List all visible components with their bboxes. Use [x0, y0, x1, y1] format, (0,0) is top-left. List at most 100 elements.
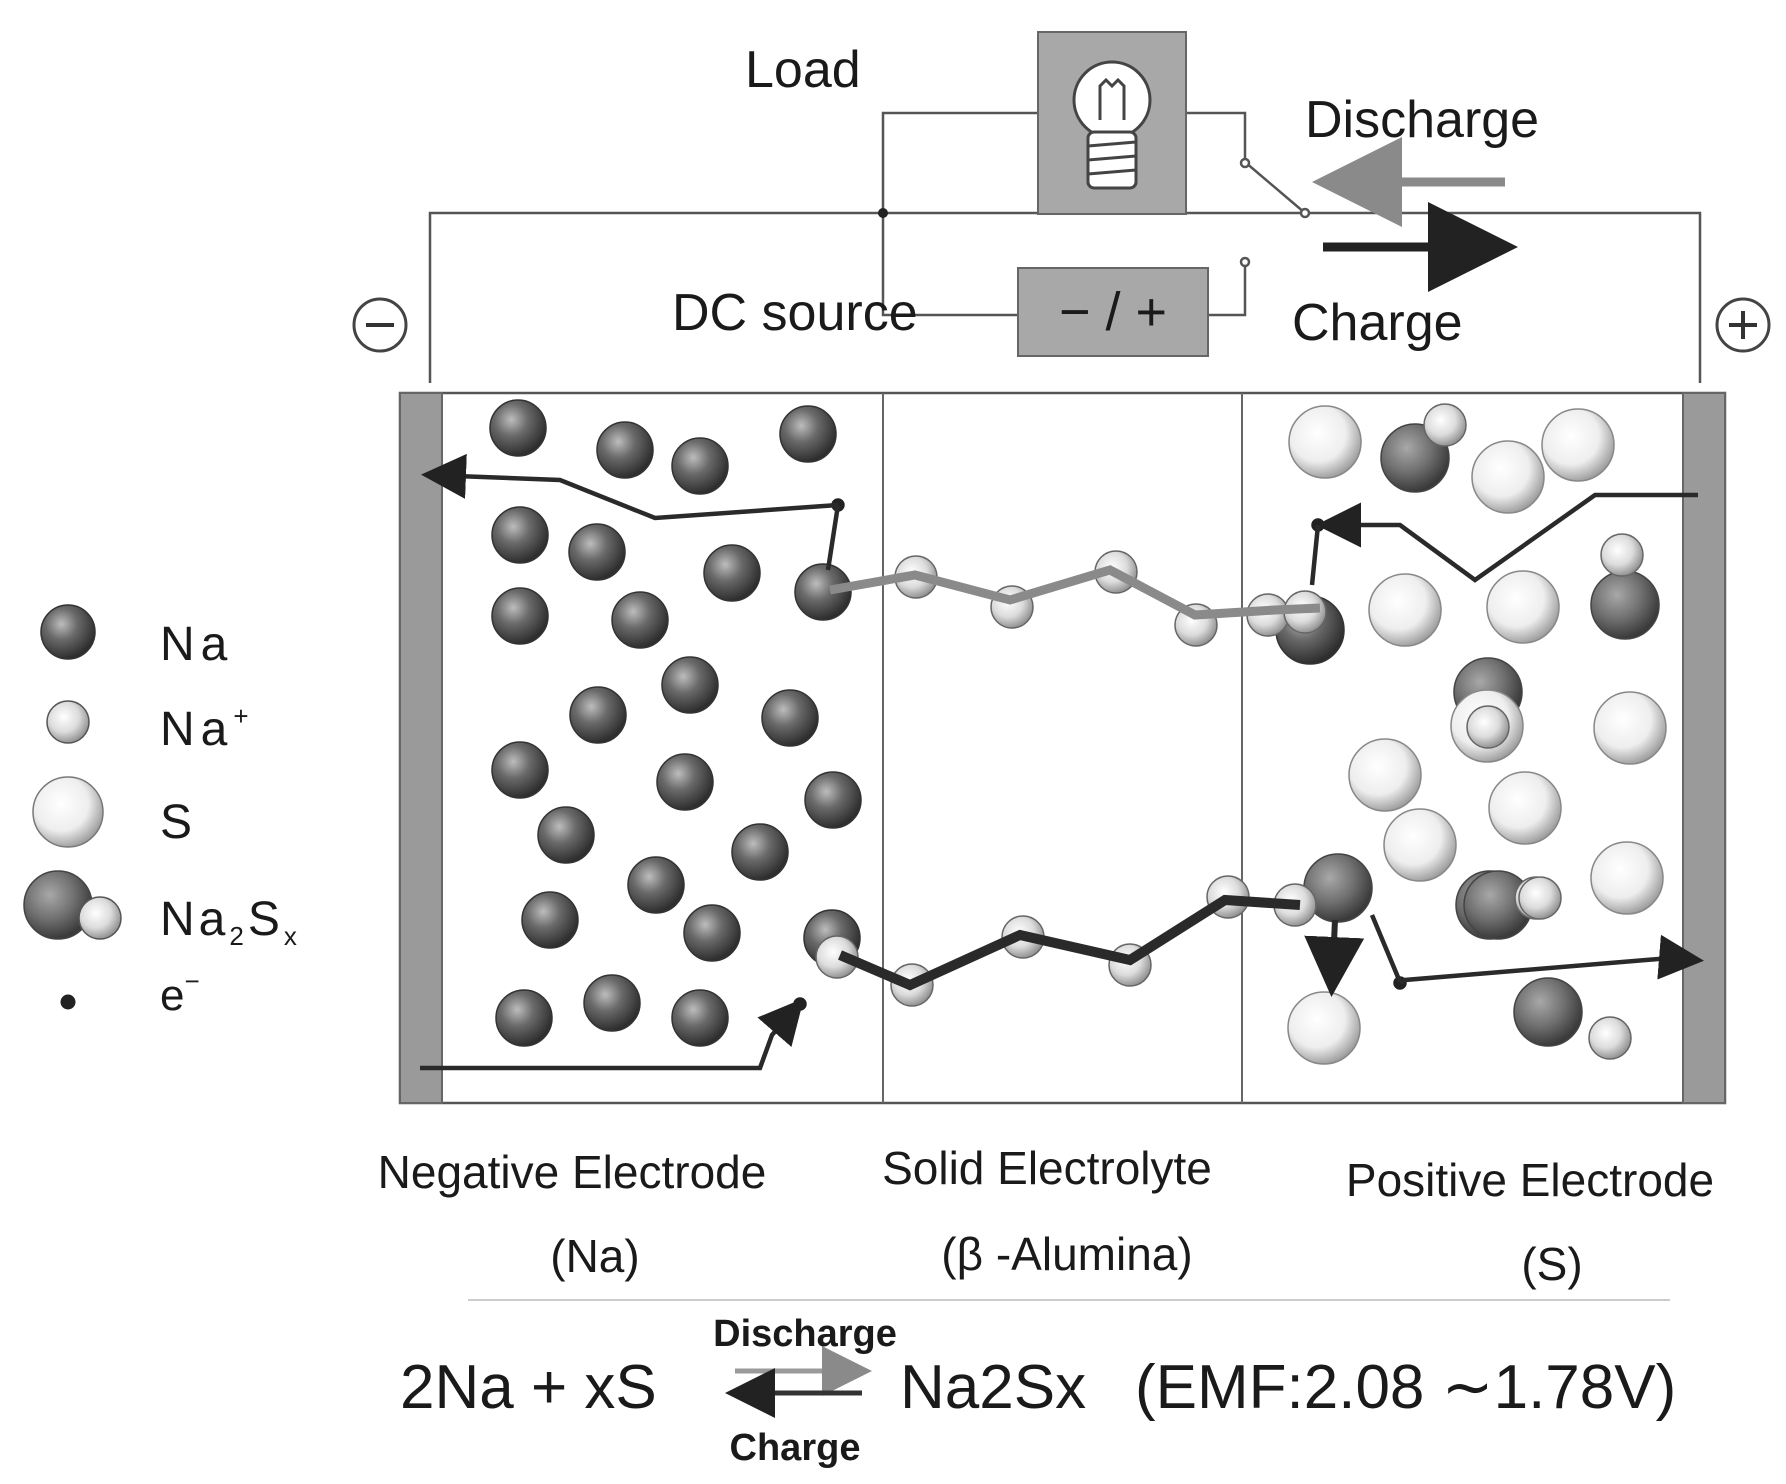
- legend-label-na-ion: Na+: [160, 701, 255, 756]
- electron-paths: [420, 453, 1704, 1071]
- sodium-atom: [489, 399, 547, 457]
- sodium-atom: [495, 989, 553, 1047]
- sodium-atom: [794, 563, 852, 621]
- sodium-atom: [804, 771, 862, 829]
- electrolyte-title: Solid Electrolyte: [882, 1142, 1212, 1194]
- na-ion-icon: [46, 700, 90, 744]
- legend-label-s: S: [160, 796, 192, 849]
- na2sx-cluster: [1513, 977, 1583, 1047]
- equation-bottom-arrow-label: Charge: [730, 1427, 861, 1469]
- sulfur-atom: [1590, 841, 1664, 915]
- junction-dot: [878, 208, 888, 218]
- equation-left: 2Na + xS: [400, 1353, 657, 1422]
- sodium-atom: [568, 523, 626, 581]
- sodium-atom: [491, 741, 549, 799]
- sodium-atom: [656, 753, 714, 811]
- negative-current-collector: [399, 392, 443, 1104]
- sodium-ion: [1600, 533, 1644, 577]
- sulfur-atom: [1288, 405, 1362, 479]
- sulfur-atom: [1383, 808, 1457, 882]
- sodium-atom: [703, 544, 761, 602]
- sodium-atom: [611, 591, 669, 649]
- na2sx-icon: [23, 870, 122, 940]
- legend-label-na2sx: Na2Sx: [160, 893, 301, 951]
- switch: [1239, 157, 1311, 268]
- region-labels: Negative Electrode (Na) Solid Electrolyt…: [378, 1142, 1714, 1290]
- electron-branch-top-left: [825, 504, 841, 571]
- legend-label-electron: e−: [160, 966, 200, 1020]
- legend-na-ion: Na+: [46, 700, 255, 756]
- sulfur-atom: [1348, 738, 1422, 812]
- sulfur-atom: [1368, 573, 1442, 647]
- sodium-atom: [583, 974, 641, 1032]
- load-label: Load: [745, 41, 861, 99]
- dc-source-symbol: − / +: [1059, 282, 1167, 342]
- sodium-atom: [683, 904, 741, 962]
- dc-source-label: DC source: [672, 284, 918, 342]
- wire-load-right: [1185, 111, 1247, 160]
- equation-right: Na2Sx: [900, 1353, 1086, 1422]
- positive-electrode-sub: (S): [1521, 1238, 1582, 1290]
- sodium-atom: [537, 806, 595, 864]
- wire-load-left: [881, 111, 1040, 213]
- light-bulb-icon: [1072, 60, 1152, 190]
- load: [1037, 31, 1187, 215]
- sodium-ion: [1466, 705, 1510, 749]
- sulfur-atom: [1471, 440, 1545, 514]
- particles: [489, 399, 1667, 1065]
- sulfur-atom: [1488, 771, 1562, 845]
- sodium-atom: [779, 405, 837, 463]
- equation: 2Na + xS Discharge Charge Na2Sx (EMF:2.0…: [400, 1313, 1676, 1469]
- sodium-atom: [569, 686, 627, 744]
- s-icon: [32, 776, 104, 848]
- legend-electron: e−: [60, 966, 200, 1020]
- sodium-ion: [815, 935, 859, 979]
- legend-na: Na: [40, 604, 233, 671]
- legend: Na Na+ S Na2Sx e−: [23, 604, 301, 1020]
- charge-label: Charge: [1292, 294, 1463, 352]
- positive-terminal-icon: [1715, 297, 1771, 353]
- sodium-atom: [661, 656, 719, 714]
- positive-electrode-title: Positive Electrode: [1346, 1154, 1714, 1206]
- electron-path-bottom-right: [1398, 934, 1704, 985]
- legend-na2sx: Na2Sx: [23, 870, 301, 951]
- sodium-atom: [671, 989, 729, 1047]
- electron-branch-top-right: [1309, 524, 1321, 586]
- negative-electrode-title: Negative Electrode: [378, 1146, 767, 1198]
- sodium-atom: [491, 587, 549, 645]
- sodium-atom: [731, 823, 789, 881]
- electron-path-top-right: [1316, 492, 1698, 583]
- wire-dc-left: [881, 213, 1020, 317]
- sodium-atom: [671, 437, 729, 495]
- na2sx-cluster: [1590, 570, 1660, 640]
- sodium-atom: [596, 421, 654, 479]
- sodium-atom: [761, 689, 819, 747]
- wire-dc-right: [1205, 263, 1247, 317]
- sulfur-atom: [1486, 570, 1560, 644]
- negative-terminal-icon: [352, 297, 408, 353]
- sulfur-atom: [1287, 991, 1361, 1065]
- electrolyte-sub: (β -Alumina): [941, 1228, 1192, 1280]
- na-ion-superscript: +: [233, 701, 254, 731]
- sulfur-atom: [1541, 408, 1615, 482]
- electron-path-bottom-left: [420, 998, 804, 1071]
- electron-icon: [60, 994, 76, 1010]
- ion-path-charge: [838, 894, 1301, 991]
- sodium-ion: [1588, 1016, 1632, 1060]
- sodium-atom: [521, 891, 579, 949]
- dc-source-box: [1017, 267, 1209, 357]
- negative-electrode-sub: (Na): [550, 1230, 639, 1282]
- discharge-label: Discharge: [1305, 91, 1539, 149]
- ion-arrows: [829, 565, 1365, 997]
- ion-path-discharge: [829, 565, 1321, 620]
- sodium-atom: [627, 856, 685, 914]
- legend-s: S: [32, 776, 192, 849]
- equation-emf: (EMF:2.08 ∼1.78V): [1135, 1353, 1676, 1422]
- sodium-ion: [1518, 876, 1562, 920]
- sulfur-atom: [1593, 691, 1667, 765]
- ion-arrow-down: [1304, 919, 1365, 997]
- sodium-ion: [1423, 403, 1467, 447]
- legend-label-na: Na: [160, 618, 233, 671]
- na-icon: [40, 604, 96, 660]
